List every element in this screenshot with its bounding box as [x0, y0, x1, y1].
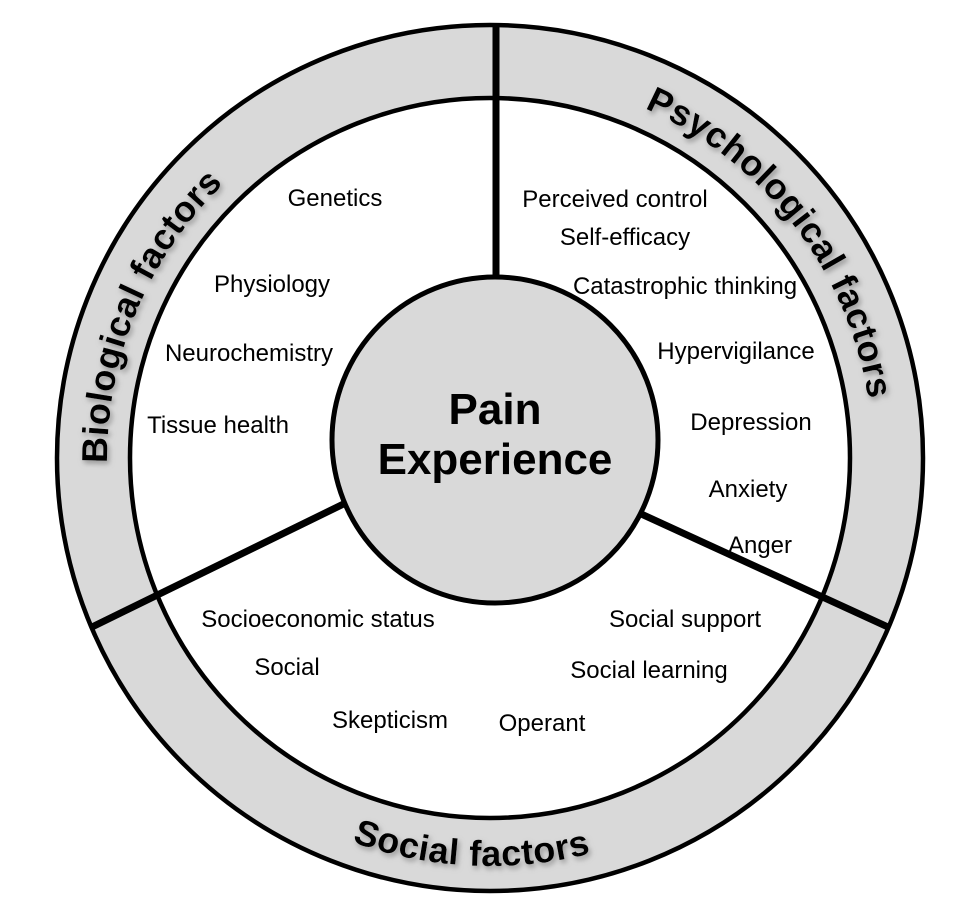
factor-self-efficacy: Self-efficacy: [560, 224, 690, 251]
factor-depression: Depression: [690, 409, 811, 436]
factor-neurochemistry: Neurochemistry: [165, 340, 333, 367]
factor-hypervigilance: Hypervigilance: [657, 338, 814, 365]
factor-socioeconomic-status: Socioeconomic status: [201, 606, 434, 633]
factor-operant: Operant: [499, 710, 586, 737]
factor-genetics: Genetics: [288, 185, 383, 212]
factor-catastrophic-thinking: Catastrophic thinking: [573, 273, 797, 300]
center-circle: [329, 274, 661, 606]
factor-skepticism: Skepticism: [332, 707, 448, 734]
center-label-line2: Experience: [378, 435, 613, 484]
factor-tissue-health: Tissue health: [147, 412, 289, 439]
factor-perceived-control: Perceived control: [522, 186, 707, 213]
center-label-line1: Pain: [449, 385, 542, 434]
factor-physiology: Physiology: [214, 271, 330, 298]
factor-anxiety: Anxiety: [709, 476, 788, 503]
factor-social-learning: Social learning: [570, 657, 727, 684]
factor-social-support: Social support: [609, 606, 761, 633]
factor-social: Social: [254, 654, 319, 681]
factor-anger: Anger: [728, 532, 792, 559]
